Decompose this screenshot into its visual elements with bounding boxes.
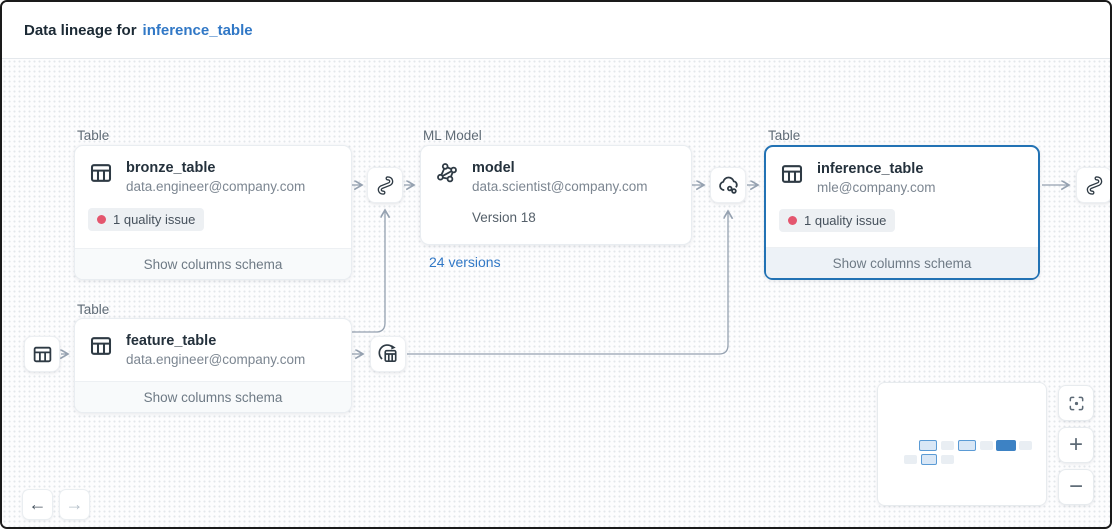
back-arrow-icon: ← — [28, 494, 47, 514]
quality-issue-label: 1 quality issue — [804, 213, 887, 228]
table-icon — [781, 165, 803, 183]
versions-link[interactable]: 24 versions — [429, 254, 501, 270]
node-type-label: Table — [768, 128, 801, 143]
quality-issue-badge[interactable]: 1 quality issue — [88, 208, 205, 231]
lineage-canvas[interactable]: Table ML Model Table Table bronze_table … — [2, 59, 1110, 527]
entity-link[interactable]: inference_table — [142, 21, 253, 39]
node-card-bronze-table[interactable]: bronze_table data.engineer@company.com 1… — [74, 145, 352, 280]
history-forward-button[interactable]: → — [59, 489, 90, 520]
minimap-node — [941, 455, 954, 464]
minus-icon: − — [1068, 473, 1083, 500]
serving-endpoint-node[interactable] — [710, 167, 746, 203]
ml-model-icon — [437, 163, 457, 183]
upstream-table-node[interactable] — [24, 336, 60, 372]
pipeline-icon — [377, 175, 393, 195]
pipeline-node[interactable] — [1076, 167, 1110, 203]
table-icon — [90, 164, 112, 182]
node-owner: data.engineer@company.com — [126, 352, 306, 367]
forward-arrow-icon: → — [65, 494, 84, 514]
zoom-in-button[interactable]: + — [1058, 427, 1094, 463]
zoom-out-button[interactable]: − — [1058, 469, 1094, 505]
header-bar: Data lineage for inference_table — [2, 2, 1110, 59]
quality-issue-badge[interactable]: 1 quality issue — [779, 209, 896, 232]
quality-issue-label: 1 quality issue — [113, 212, 196, 227]
table-icon — [33, 346, 51, 362]
show-columns-schema-button[interactable]: Show columns schema — [75, 381, 351, 412]
node-title: bronze_table — [126, 160, 216, 176]
node-type-label: Table — [77, 302, 110, 317]
node-type-label: ML Model — [423, 128, 482, 143]
node-owner: mle@company.com — [817, 180, 936, 195]
node-title: inference_table — [817, 161, 924, 177]
node-card-model[interactable]: model data.scientist@company.com Version… — [420, 145, 692, 245]
pipeline-icon — [1086, 175, 1102, 195]
minimap-node — [919, 440, 937, 451]
node-card-feature-table[interactable]: feature_table data.engineer@company.com … — [74, 318, 352, 413]
minimap-node — [921, 454, 937, 465]
page-title: Data lineage for — [24, 21, 137, 39]
minimap-node — [941, 441, 954, 450]
fit-to-screen-icon — [1069, 396, 1083, 410]
table-icon — [90, 337, 112, 355]
minimap-node — [996, 440, 1016, 451]
plus-icon: + — [1068, 431, 1083, 458]
minimap-node — [958, 440, 976, 451]
feature-store-icon — [378, 344, 397, 362]
fit-to-screen-button[interactable] — [1058, 385, 1094, 421]
node-title: feature_table — [126, 333, 217, 349]
model-version: Version 18 — [472, 210, 536, 225]
node-card-inference-table[interactable]: inference_table mle@company.com 1 qualit… — [764, 145, 1040, 280]
feature-store-node[interactable] — [370, 336, 406, 372]
node-type-label: Table — [77, 128, 110, 143]
serving-endpoint-icon — [719, 176, 738, 194]
quality-dot-icon — [97, 215, 106, 224]
show-columns-schema-button[interactable]: Show columns schema — [766, 247, 1038, 278]
show-columns-schema-button[interactable]: Show columns schema — [75, 248, 351, 279]
quality-dot-icon — [788, 216, 797, 225]
pipeline-node[interactable] — [367, 167, 403, 203]
minimap-node — [1019, 441, 1032, 450]
minimap[interactable] — [877, 382, 1047, 506]
minimap-node — [904, 455, 917, 464]
node-owner: data.scientist@company.com — [472, 179, 648, 194]
node-owner: data.engineer@company.com — [126, 179, 306, 194]
node-title: model — [472, 160, 515, 176]
minimap-node — [980, 441, 993, 450]
history-back-button[interactable]: ← — [22, 489, 53, 520]
